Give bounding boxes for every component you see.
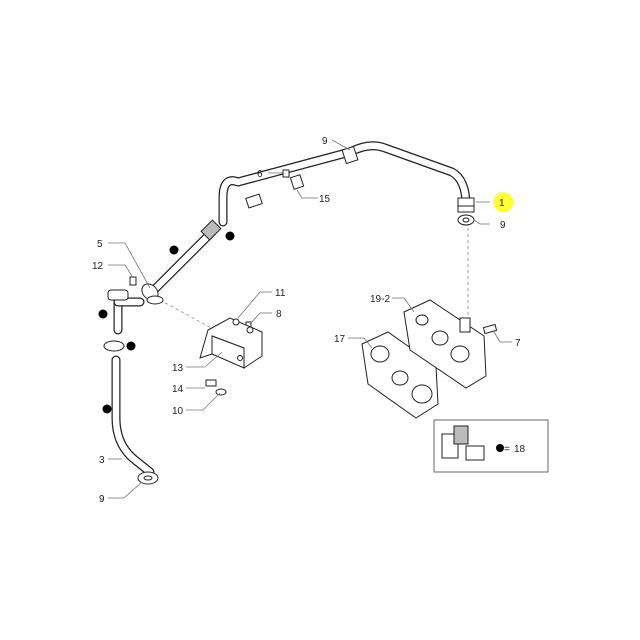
callout-5: 5 [97, 239, 103, 250]
cover-19-2 [403, 299, 487, 389]
pipe-assembly-15 [218, 141, 475, 227]
assembly-lines [159, 228, 469, 331]
callout-6: 6 [257, 169, 263, 180]
bracket-13 [199, 317, 263, 369]
gasket-17 [361, 331, 439, 419]
callout-1: 1 [499, 198, 505, 209]
bolts [129, 169, 498, 396]
connector-5 [141, 219, 222, 305]
highlight-part-1 [493, 192, 513, 212]
callout-9-right: 9 [500, 220, 506, 231]
callout-13: 13 [172, 363, 184, 374]
callout-7: 7 [515, 338, 521, 349]
callout-12: 12 [92, 261, 104, 272]
kit-dots [98, 231, 504, 452]
legend-box: = 18 [433, 419, 549, 473]
dot-2 [169, 245, 179, 255]
callout-10: 10 [172, 406, 184, 417]
callout-9-bottom: 9 [99, 494, 105, 505]
callout-19-2: 19-2 [370, 294, 390, 305]
callout-9-top: 9 [322, 136, 328, 147]
callout-17: 17 [334, 334, 346, 345]
callout-8: 8 [276, 309, 282, 320]
callout-3: 3 [99, 455, 105, 466]
legend-equals: = [504, 444, 510, 455]
callout-15: 15 [319, 194, 331, 205]
dot-1 [225, 231, 235, 241]
dot-3 [98, 309, 108, 319]
dot-4 [126, 341, 136, 351]
callout-14: 14 [172, 384, 184, 395]
legend-number-18: 18 [514, 444, 526, 455]
dot-5 [102, 404, 112, 414]
callout-labels: 1 9 9 6 15 5 12 11 8 13 14 10 3 9 19-2 1… [92, 136, 521, 505]
leader-lines [108, 139, 512, 499]
callout-11: 11 [275, 288, 286, 299]
legend-dot [496, 444, 504, 452]
lower-hose-3 [103, 289, 159, 485]
